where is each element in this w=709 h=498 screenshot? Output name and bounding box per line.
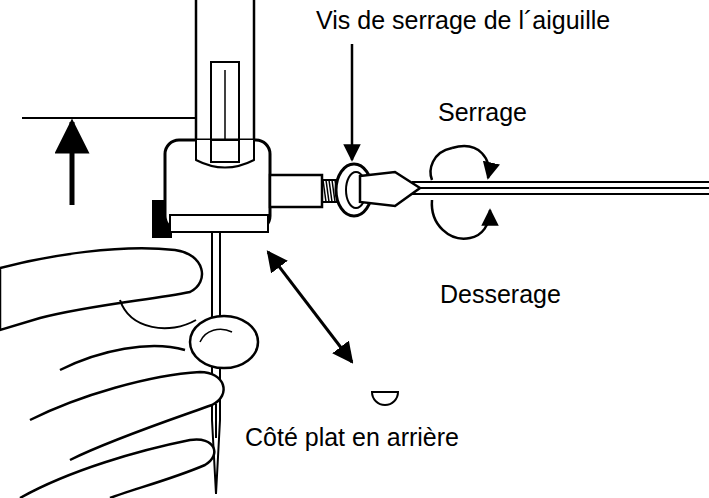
screw-thread: [329, 180, 332, 202]
screwdriver-tip: [360, 172, 420, 206]
label-text: Vis de serrage de l´aiguille: [316, 6, 610, 35]
hand-palm: [60, 346, 185, 370]
label-text: Desserage: [440, 280, 561, 309]
needle-bar: [195, 0, 198, 145]
hand-finger: [0, 248, 202, 330]
needle-clamp: [196, 140, 254, 168]
hand-thumb: [190, 316, 258, 368]
reference-line: [22, 117, 196, 119]
direction-arrow: [268, 252, 352, 362]
needle-bar: [253, 0, 256, 145]
label-text: Serrage: [438, 98, 527, 127]
screw-thread: [326, 180, 329, 202]
screwdriver-shaft: [420, 187, 709, 189]
hand-finger: [20, 439, 214, 498]
flat-side-symbol: [372, 392, 398, 405]
needle-slot: [211, 62, 239, 162]
needle: [215, 404, 217, 438]
screwdriver-shaft: [412, 193, 709, 195]
pointer-arrow: [351, 44, 354, 160]
screwdriver-shaft: [412, 181, 709, 183]
rotation-arrow: [431, 148, 452, 180]
rotation-arrow: [432, 200, 490, 239]
thumbnail: [200, 329, 232, 342]
needle-slot: [211, 140, 239, 162]
up-arrow: [70, 122, 75, 205]
needle-clamp: [170, 215, 268, 232]
screw-thread: [323, 180, 326, 202]
label-text: Côté plat en arrière: [245, 423, 459, 452]
rotation-arrow: [452, 146, 489, 178]
screw-shaft: [270, 175, 322, 207]
hand-finger: [120, 300, 196, 328]
